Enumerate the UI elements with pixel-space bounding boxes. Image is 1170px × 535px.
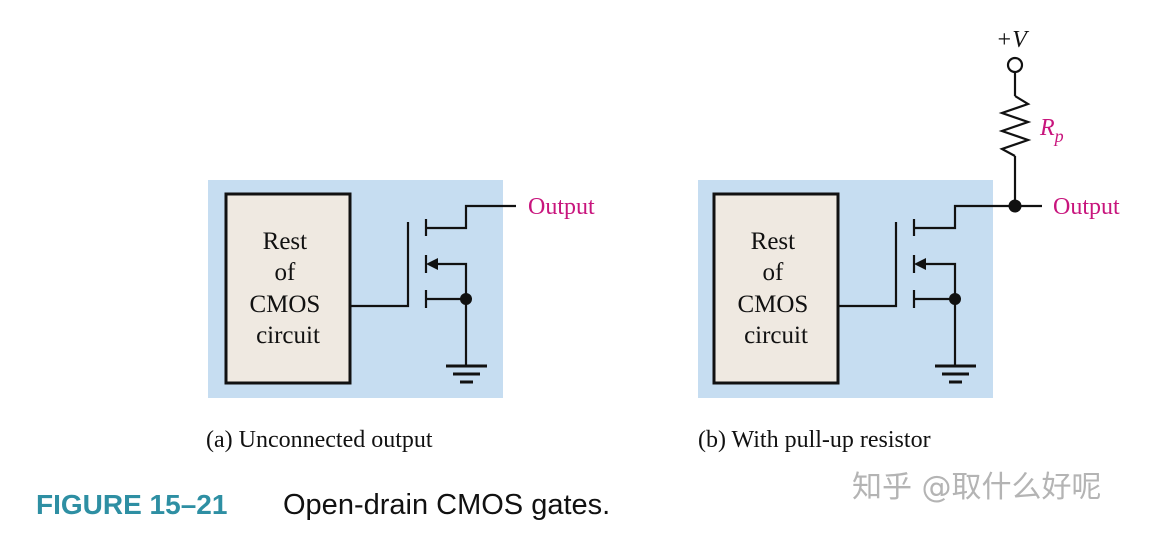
ground-icon xyxy=(446,364,487,384)
panel-b-caption: (b) With pull-up resistor xyxy=(698,427,931,453)
resistor-label: Rp xyxy=(1039,115,1064,146)
block-label-line-1: Rest xyxy=(263,228,308,255)
output-junction-dot xyxy=(1008,199,1022,213)
supply-terminal-icon xyxy=(1006,56,1024,74)
panel-b-nmos-transistor xyxy=(838,72,1042,366)
gate-wire xyxy=(350,222,410,308)
panel-b-block-label: Rest of CMOS circuit xyxy=(737,228,814,349)
resistor-label-subscript: p xyxy=(1053,126,1064,146)
panel-a-output-label: Output xyxy=(528,194,595,220)
figure-title: Open-drain CMOS gates. xyxy=(283,489,610,521)
watermark-text: 知乎 @取什么好呢 xyxy=(852,470,1102,505)
body-wire xyxy=(433,262,468,299)
resistor-label-main: R xyxy=(1039,115,1055,141)
block-label-line-2: of xyxy=(762,259,784,286)
drain-wire xyxy=(426,204,516,230)
block-label-line-4: circuit xyxy=(256,322,320,349)
source-junction-dot xyxy=(460,293,472,305)
panel-b: Rest of CMOS circuit +V xyxy=(698,27,1120,453)
resistor-rp xyxy=(998,95,1032,157)
source-junction-dot xyxy=(949,293,961,305)
panel-a-cmos-block xyxy=(224,192,352,385)
supply-voltage-label: +V xyxy=(996,27,1029,53)
body-arrow xyxy=(914,258,926,270)
body-wire xyxy=(921,262,957,299)
block-label-line-2: of xyxy=(274,259,296,286)
block-label-line-4: circuit xyxy=(744,322,808,349)
ground-icon xyxy=(935,364,976,384)
panel-a-block-label: Rest of CMOS circuit xyxy=(249,228,326,349)
drain-wire xyxy=(914,204,1042,230)
panel-a-caption: (a) Unconnected output xyxy=(206,427,433,453)
panel-b-output-label: Output xyxy=(1053,194,1120,220)
block-label-line-3: CMOS xyxy=(249,291,320,318)
panel-a-nmos-transistor xyxy=(350,204,516,366)
panel-a: Rest of CMOS circuit O xyxy=(206,180,595,453)
body-arrow xyxy=(426,258,438,270)
block-label-line-1: Rest xyxy=(751,228,796,255)
figure-number: FIGURE 15–21 xyxy=(36,489,227,520)
panel-b-cmos-block xyxy=(712,192,840,385)
gate-wire xyxy=(838,222,898,308)
block-label-line-3: CMOS xyxy=(737,291,808,318)
